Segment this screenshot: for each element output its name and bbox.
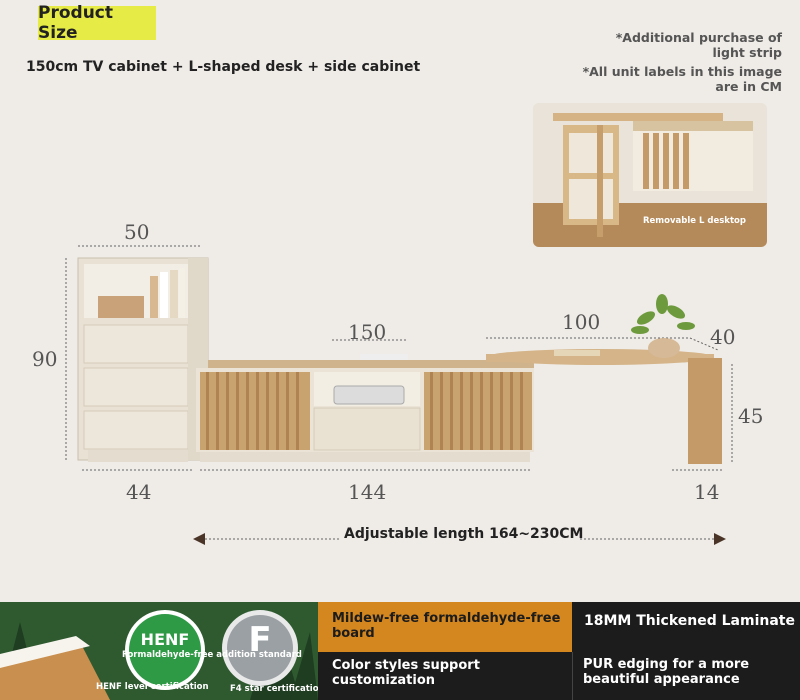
- feature-thickened-laminate: 18MM Thickened Laminate: [572, 602, 800, 652]
- feature-thickened-laminate-text: 18MM Thickened Laminate: [584, 613, 795, 629]
- dim-side-height: 90: [32, 347, 58, 371]
- dim-side-base: 44: [126, 480, 152, 504]
- dim-desk-height: 45: [738, 404, 764, 428]
- feature-customization: Color styles support customization: [318, 652, 572, 700]
- feature-mildew-free: Mildew-free formaldehyde-free board: [318, 602, 572, 652]
- furniture-drawing: [65, 245, 733, 545]
- f4-certification: F4 star certification: [230, 684, 318, 694]
- units-note: *All unit labels in this image are in CM: [582, 64, 782, 94]
- inset-caption: Removable L desktop: [643, 216, 746, 226]
- feature-pur-edging: PUR edging for a more beautiful appearan…: [572, 652, 800, 700]
- forest-background: [0, 602, 318, 700]
- light-strip-note: *Additional purchase of light strip: [615, 30, 782, 60]
- inset-photo: Removable L desktop: [533, 103, 767, 247]
- certification-panel: HENF Formaldehyde-free addition standard…: [0, 602, 318, 700]
- product-size-title: Product Size: [38, 3, 156, 43]
- feature-pur-edging-text: PUR edging for a more beautiful appearan…: [583, 657, 750, 687]
- f4-seal: F: [248, 620, 272, 660]
- feature-customization-text: Color styles support customization: [332, 658, 480, 688]
- dim-desk-depth: 40: [710, 325, 736, 349]
- henf-seal: HENF: [140, 630, 190, 649]
- dim-desk-top: 100: [562, 310, 601, 334]
- inset-desk-illustration: [533, 103, 767, 247]
- henf-standard-text: Formaldehyde-free addition standard: [122, 650, 302, 660]
- feature-mildew-free-text: Mildew-free formaldehyde-free board: [332, 611, 561, 641]
- henf-certification: HENF level certification: [96, 682, 209, 692]
- product-subtitle: 150cm TV cabinet + L-shaped desk + side …: [26, 59, 421, 75]
- dim-tv-top: 150: [348, 320, 387, 344]
- dim-side-width: 50: [124, 220, 150, 244]
- dim-desk-leg: 14: [694, 480, 720, 504]
- adjustable-length: Adjustable length 164~230CM: [344, 526, 584, 542]
- dim-tv-base: 144: [348, 480, 387, 504]
